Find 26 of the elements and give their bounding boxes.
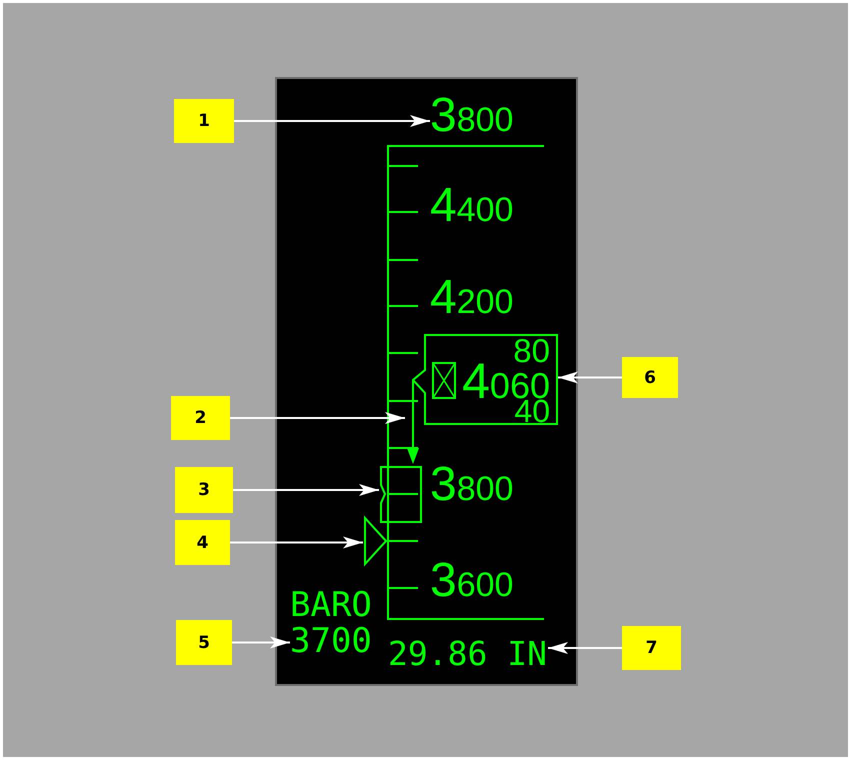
altitude-scale-label: 4200: [430, 274, 514, 322]
barometric-setting: 29.86 IN: [388, 636, 547, 672]
altitude-scale-label: 4400: [430, 182, 514, 230]
altitude-scale-label: 3800: [430, 461, 514, 509]
baro-label: BARO: [290, 587, 372, 623]
leader-line: [558, 372, 622, 384]
callout-number: 5: [176, 620, 232, 665]
leader-line: [548, 642, 622, 654]
altitude-scale-label: 3600: [430, 557, 514, 605]
current-altitude-box: [412, 334, 558, 426]
callout-number: 6: [622, 357, 678, 398]
leader-line: [232, 636, 290, 648]
leader-line: [230, 412, 405, 424]
leader-line: [230, 536, 363, 548]
baro-minimums-value: 3700: [290, 623, 372, 659]
minimums-pointer: [363, 516, 388, 566]
leader-line: [233, 484, 379, 496]
leader-line: [234, 115, 430, 127]
trend-vector-arrow: [405, 378, 421, 466]
callout-number: 4: [175, 520, 230, 565]
callout-number: 7: [622, 626, 681, 670]
callout-number: 2: [171, 396, 230, 440]
altitude-bug: [379, 465, 423, 524]
callout-number: 1: [174, 99, 234, 143]
callout-number: 3: [175, 467, 233, 513]
selected-altitude-readout: 3800: [430, 92, 514, 140]
